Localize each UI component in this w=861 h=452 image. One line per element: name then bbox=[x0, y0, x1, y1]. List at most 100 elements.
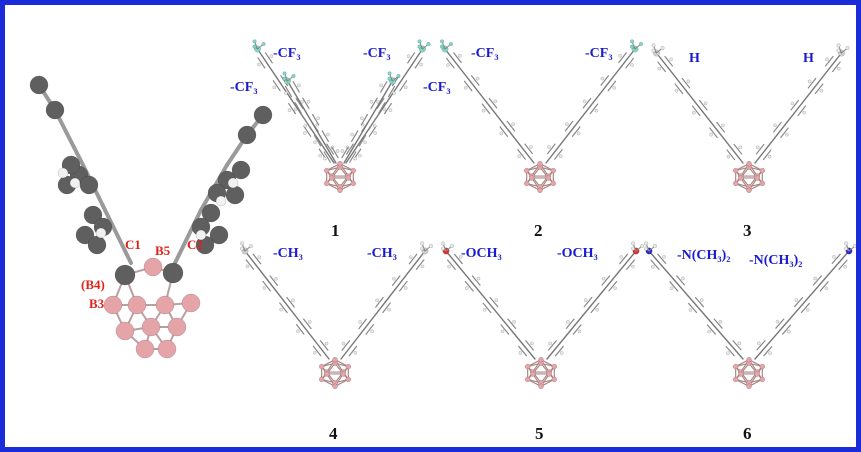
ring-bond bbox=[453, 253, 463, 265]
ring-bond bbox=[782, 324, 792, 335]
hydrogen-atom bbox=[269, 54, 274, 59]
hydrogen-atom bbox=[802, 110, 806, 115]
hydrogen-atom bbox=[358, 153, 362, 158]
hydrogen-atom bbox=[577, 329, 582, 334]
tip-substituent-atom bbox=[282, 71, 287, 76]
big-boron-atom bbox=[143, 257, 163, 277]
ring-bond bbox=[564, 120, 574, 132]
ring-bond bbox=[518, 345, 528, 357]
hydrogen-atom bbox=[601, 276, 606, 281]
big-carbon-atom bbox=[75, 225, 95, 245]
boron-atom bbox=[529, 175, 535, 181]
hydrogen-atom bbox=[403, 85, 408, 90]
hydrogen-atom bbox=[768, 351, 772, 355]
hydrogen-atom bbox=[517, 154, 522, 159]
panel-number-4: 4 bbox=[329, 424, 338, 443]
boron-atom bbox=[746, 383, 752, 390]
big-carbon-atom bbox=[237, 125, 257, 145]
hydrogen-atom bbox=[322, 156, 327, 161]
hydrogen-atom bbox=[279, 307, 283, 312]
hydrogen-atom bbox=[493, 99, 498, 104]
hydrogen-atom bbox=[274, 276, 278, 281]
label-1-right-a: -CF₃ bbox=[363, 46, 391, 61]
arm-bond bbox=[286, 80, 337, 164]
hydrogen-atom bbox=[447, 264, 451, 269]
boron-atom bbox=[732, 376, 739, 383]
boron-atom bbox=[738, 175, 744, 181]
tip-substituent-atom bbox=[441, 241, 446, 246]
ring-bond bbox=[464, 281, 474, 292]
big-boron-atom bbox=[155, 295, 175, 315]
ring-bond bbox=[664, 55, 673, 67]
ring-bond bbox=[447, 259, 456, 270]
big-arm-bond bbox=[173, 208, 203, 265]
boron-atom bbox=[524, 363, 531, 370]
ring-bond bbox=[489, 296, 499, 308]
ring-bond bbox=[280, 75, 289, 87]
arm-bond bbox=[445, 250, 536, 360]
boron-atom bbox=[530, 371, 536, 377]
ring-bond bbox=[375, 296, 384, 308]
ring-bond bbox=[446, 57, 455, 69]
ring-bond bbox=[470, 75, 480, 86]
ring-bond bbox=[399, 280, 408, 292]
ring-bond bbox=[608, 281, 618, 292]
ring-bond bbox=[800, 302, 810, 314]
big-carbon-atom bbox=[87, 235, 107, 255]
ring-bond bbox=[370, 97, 378, 110]
hydrogen-atom bbox=[707, 329, 711, 334]
hydrogen-atom bbox=[688, 308, 693, 312]
ring-bond bbox=[507, 318, 517, 329]
hydrogen-atom bbox=[669, 57, 673, 62]
big-carbon-atom bbox=[83, 205, 103, 225]
ring-bond bbox=[288, 102, 296, 115]
arm-bond bbox=[345, 48, 424, 164]
boron-atom bbox=[759, 167, 766, 174]
ring-bond bbox=[657, 61, 666, 73]
ring-bond bbox=[812, 275, 822, 286]
boron-atom bbox=[732, 363, 739, 370]
big-hydrogen-atom bbox=[69, 177, 81, 189]
ring-bond bbox=[600, 75, 610, 86]
hydrogen-atom bbox=[500, 329, 505, 334]
hydrogen-atom bbox=[699, 298, 704, 302]
hydrogen-atom bbox=[353, 156, 358, 161]
hydrogen-atom bbox=[559, 351, 564, 355]
hydrogen-atom bbox=[481, 108, 486, 113]
hydrogen-atom bbox=[583, 298, 588, 303]
big-carbon-atom bbox=[162, 262, 184, 284]
ring-bond bbox=[272, 80, 281, 92]
hydrogen-atom bbox=[674, 88, 679, 93]
big-boron-atom bbox=[135, 339, 155, 359]
hydrogen-atom bbox=[387, 307, 391, 312]
ring-bond bbox=[279, 302, 288, 314]
hydrogen-atom bbox=[726, 154, 731, 159]
hydrogen-atom bbox=[363, 140, 367, 145]
hydrogen-atom bbox=[316, 116, 321, 121]
arm-bond bbox=[343, 80, 394, 164]
hydrogen-atom bbox=[482, 307, 487, 312]
tip-substituent-atom bbox=[630, 39, 635, 44]
hydrogen-atom bbox=[709, 132, 714, 137]
big-boron-atom bbox=[115, 321, 135, 341]
label-5-left: -OCH₃ bbox=[461, 246, 502, 261]
boron-atom bbox=[746, 160, 752, 167]
hydrogen-atom bbox=[372, 123, 377, 128]
big-molecule bbox=[29, 75, 273, 359]
ring-bond bbox=[326, 143, 335, 155]
hydrogen-atom bbox=[392, 91, 396, 95]
ring-bond bbox=[554, 345, 564, 357]
ring-bond bbox=[302, 97, 310, 110]
ring-bond bbox=[341, 340, 351, 351]
hydrogen-atom bbox=[379, 83, 384, 88]
ring-bond bbox=[294, 102, 302, 114]
hydrogen-atom bbox=[662, 255, 666, 259]
label-4-left: -CH₃ bbox=[273, 246, 303, 261]
tip-substituent-atom bbox=[644, 241, 649, 246]
hydrogen-atom bbox=[824, 286, 829, 291]
ring-bond bbox=[382, 302, 391, 314]
hydrogen-atom bbox=[293, 107, 298, 112]
hydrogen-atom bbox=[287, 108, 292, 113]
panel-number-5: 5 bbox=[535, 424, 544, 443]
hydrogen-atom bbox=[703, 101, 708, 106]
